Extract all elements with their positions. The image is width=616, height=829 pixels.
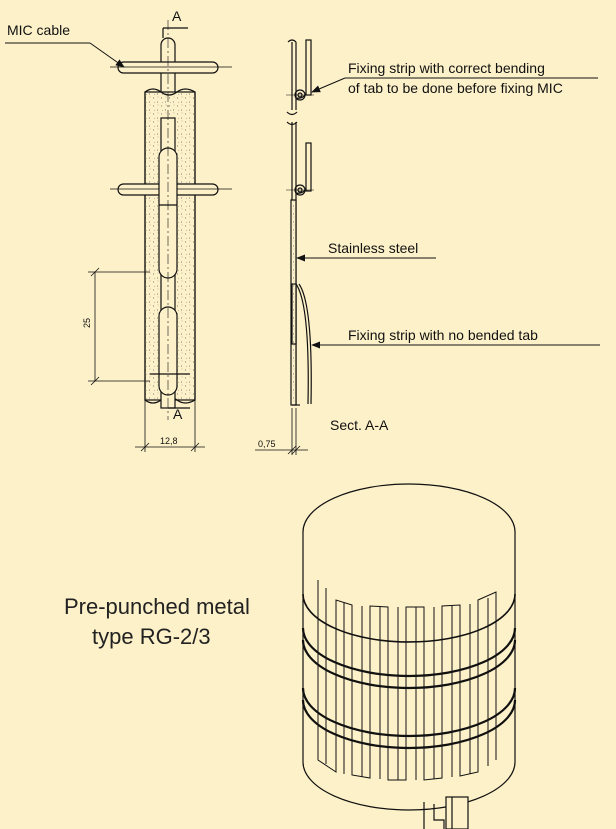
section-label: Sect. A-A bbox=[330, 417, 389, 433]
dimension-thickness: 0,75 bbox=[258, 439, 276, 449]
product-title-line1: Pre-punched metal bbox=[64, 594, 250, 619]
stainless-steel-label: Stainless steel bbox=[328, 240, 419, 256]
pre-punched-cylinder bbox=[301, 483, 517, 829]
fixing-strip-correct-label-line2: of tab to be done before fixing MIC bbox=[348, 80, 563, 96]
fixing-strip-no-tab-label: Fixing strip with no bended tab bbox=[348, 327, 538, 343]
mic-cable-label: MIC cable bbox=[7, 22, 71, 38]
dimension-width: 12,8 bbox=[160, 436, 178, 446]
dimension-length: 25 bbox=[82, 317, 93, 329]
section-view bbox=[255, 39, 600, 455]
front-view bbox=[5, 20, 232, 452]
product-title-line2: type RG-2/3 bbox=[92, 624, 211, 649]
section-mark-bottom: A bbox=[173, 406, 183, 422]
section-mark-top: A bbox=[172, 8, 182, 24]
fixing-strip-correct-label-line1: Fixing strip with correct bending bbox=[348, 60, 545, 76]
